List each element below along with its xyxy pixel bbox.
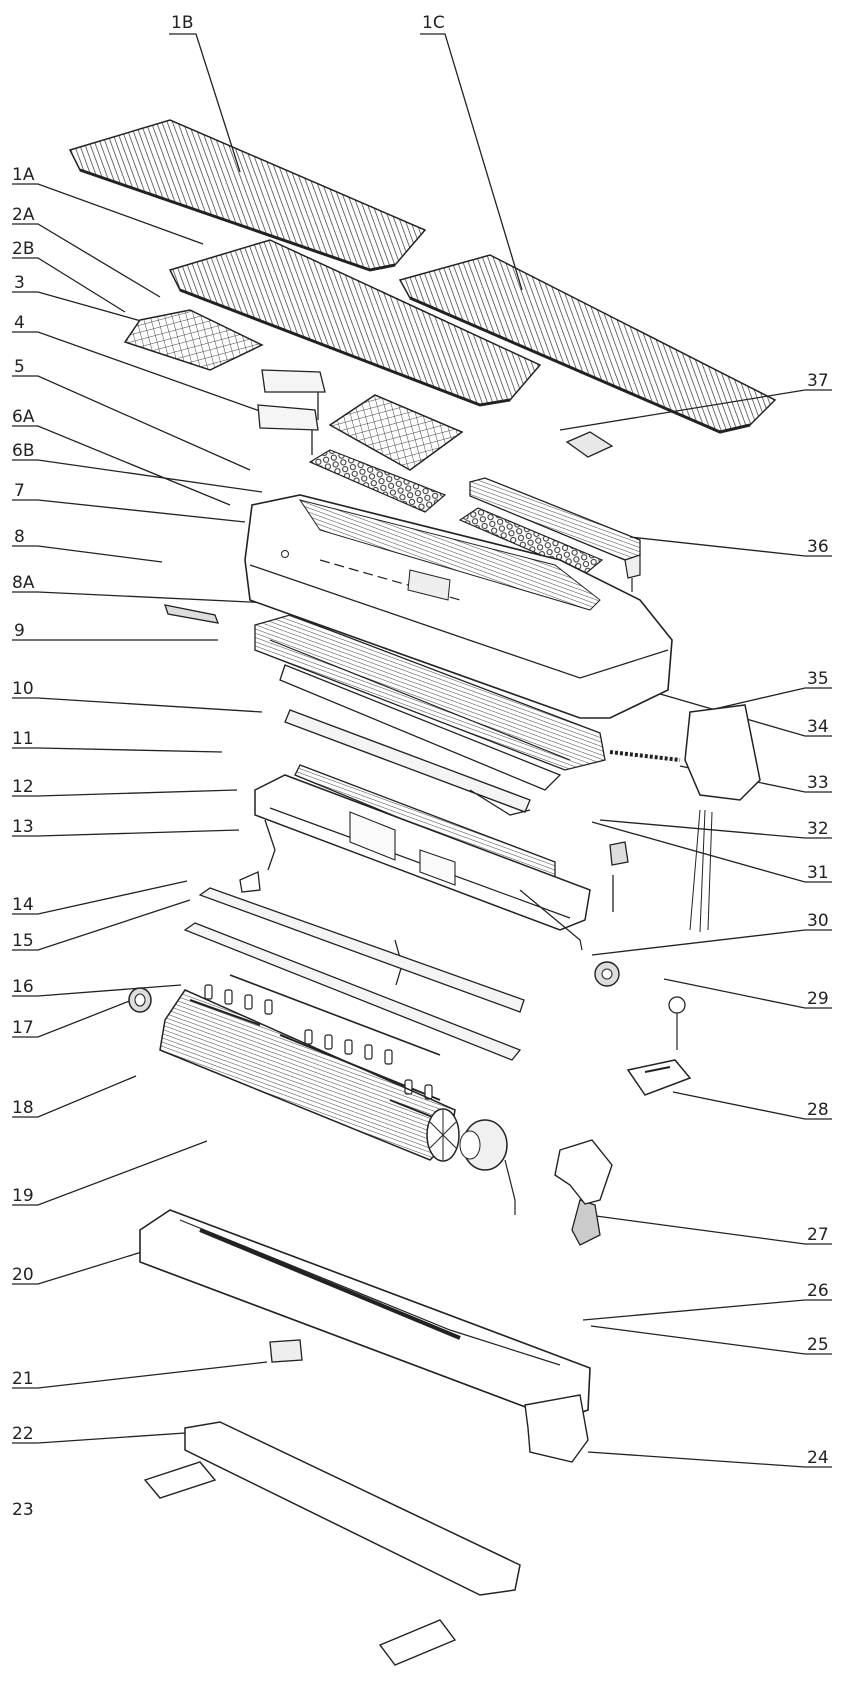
label-8A: 8A (12, 573, 35, 593)
louver-15 (183, 922, 522, 1061)
label-20: 20 (12, 1265, 34, 1285)
label-9: 9 (14, 621, 25, 641)
part-9 (254, 614, 606, 771)
label-34: 34 (807, 717, 829, 737)
air-filter-2B (123, 309, 264, 371)
label-6A: 6A (12, 407, 35, 427)
label-37: 37 (807, 371, 829, 391)
wires-33 (689, 809, 713, 933)
label-19: 19 (12, 1186, 34, 1206)
label-2A: 2A (12, 205, 35, 225)
chassis-5 (244, 494, 673, 719)
label-3: 3 (14, 273, 25, 293)
part-22 (269, 1339, 303, 1363)
label-1C: 1C (422, 13, 445, 33)
label-15: 15 (12, 931, 34, 951)
bracket-27 (554, 1139, 613, 1205)
label-33: 33 (807, 773, 829, 793)
label-10: 10 (12, 679, 34, 699)
label-4: 4 (14, 313, 25, 333)
air-filter-2A (328, 394, 464, 471)
label-17: 17 (12, 1018, 34, 1038)
base-frame-21 (139, 1209, 591, 1421)
front-panel-1A (168, 239, 542, 407)
mounting-plate-23 (143, 1421, 521, 1666)
label-1B: 1B (171, 13, 193, 33)
label-31: 31 (807, 863, 829, 883)
label-36: 36 (807, 537, 829, 557)
bracket-3 (257, 369, 326, 455)
label-8: 8 (14, 527, 25, 547)
label-5: 5 (14, 357, 25, 377)
rail-36 (469, 477, 641, 592)
label-30: 30 (807, 911, 829, 931)
front-panel-1C (398, 254, 777, 434)
filter-4 (308, 449, 447, 513)
label-28: 28 (807, 1100, 829, 1120)
clip-13 (239, 819, 403, 986)
sensor-29 (668, 996, 686, 1050)
callout-labels-right: 1C 37 36 35 34 33 32 31 30 29 28 27 26 2… (422, 13, 829, 1468)
label-2B: 2B (12, 239, 34, 259)
label-14: 14 (12, 895, 34, 915)
label-27: 27 (807, 1225, 829, 1245)
label-23: 23 (12, 1500, 34, 1520)
label-11: 11 (12, 729, 34, 749)
motor-bracket-25 (571, 1199, 601, 1246)
leader-lines (12, 33, 832, 1468)
label-7: 7 (14, 481, 25, 501)
label-1A: 1A (12, 165, 35, 185)
part-8 (164, 604, 220, 624)
label-32: 32 (807, 819, 829, 839)
label-6B: 6B (12, 441, 34, 461)
bearing-19 (128, 987, 152, 1013)
part-24 (524, 1394, 589, 1463)
front-panel-1B (68, 119, 427, 272)
label-35: 35 (807, 669, 829, 689)
louver-14 (198, 887, 525, 1013)
label-22: 22 (12, 1424, 34, 1444)
display-board-35 (609, 704, 761, 801)
label-24: 24 (807, 1448, 829, 1468)
label-18: 18 (12, 1098, 34, 1118)
part-37 (565, 431, 614, 458)
label-12: 12 (12, 777, 34, 797)
label-25: 25 (807, 1335, 829, 1355)
part-32 (609, 841, 629, 866)
label-13: 13 (12, 817, 34, 837)
label-29: 29 (807, 989, 829, 1009)
remote-control-28 (626, 1059, 692, 1096)
part-34 (279, 664, 562, 791)
label-21: 21 (12, 1369, 34, 1389)
cross-flow-fan-20 (159, 989, 460, 1162)
fan-motor-26 (459, 1119, 516, 1215)
drain-tray-12 (254, 774, 591, 951)
rod-10 (284, 709, 531, 816)
stepper-motor-30 (594, 961, 620, 987)
callout-labels-left: 1B 1A 2A 2B 3 4 5 6A 6B 7 8 8A 9 10 11 1… (12, 13, 193, 1520)
label-26: 26 (807, 1281, 829, 1301)
label-16: 16 (12, 977, 34, 997)
